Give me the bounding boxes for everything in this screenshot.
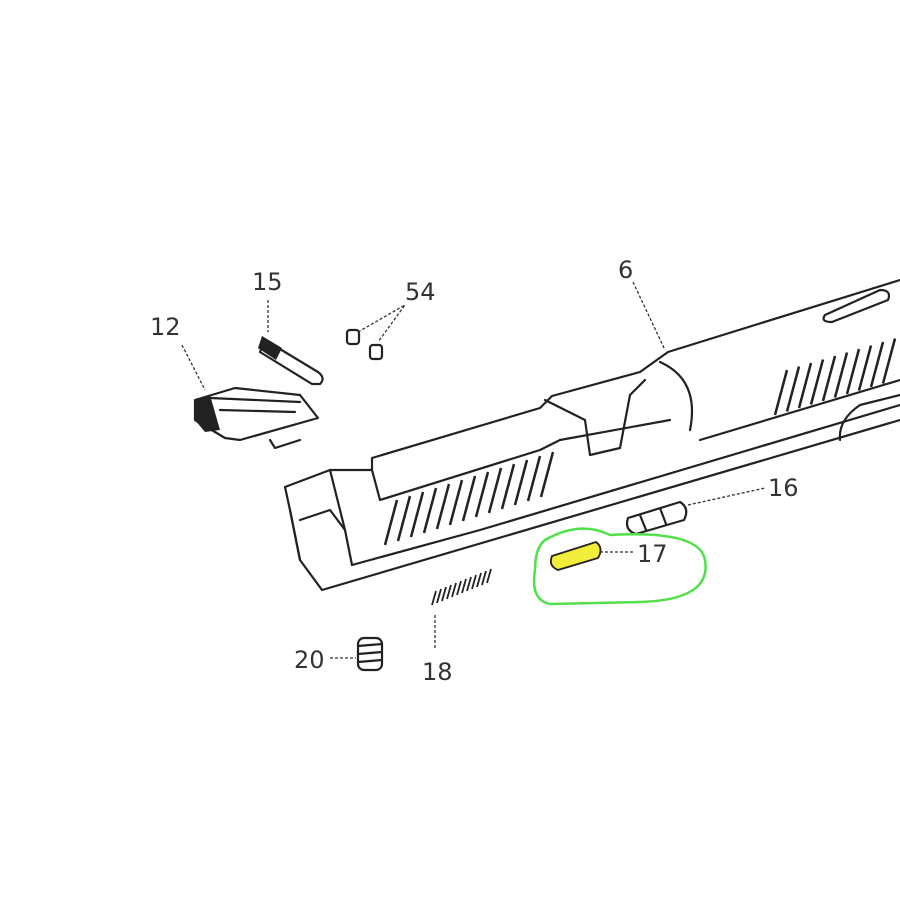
serration-line [845, 348, 861, 395]
serration-line [474, 471, 490, 518]
part-16 [625, 487, 766, 536]
spring-coil [471, 574, 477, 590]
slide-serrations [383, 338, 897, 546]
label-17: 17 [637, 540, 668, 568]
part-20-spring [330, 636, 384, 672]
spring-coil [446, 584, 452, 600]
serration-line [461, 475, 477, 522]
label-12: 12 [150, 313, 181, 341]
slide-part-6 [283, 278, 900, 592]
part-17-highlighted [532, 527, 707, 606]
spring-coil [481, 570, 487, 586]
spring-coil [461, 578, 467, 594]
serration-line [773, 369, 789, 416]
spring-coil [466, 576, 472, 592]
spring-coil [436, 588, 442, 604]
spring-coil [431, 590, 437, 606]
serration-line [869, 341, 885, 388]
serration-line [396, 495, 412, 542]
part-15-pin [258, 300, 324, 386]
part-54 [345, 304, 406, 361]
serration-line [785, 366, 801, 412]
serration-line [513, 459, 529, 506]
label-18: 18 [422, 658, 453, 686]
part-18-spring [431, 568, 492, 650]
label-20: 20 [294, 646, 325, 674]
serration-line [821, 355, 837, 402]
spring-coil [456, 580, 462, 596]
serration-line [809, 359, 825, 405]
serration-line [526, 455, 542, 502]
spring-coil [476, 572, 482, 588]
serration-line [383, 499, 399, 546]
label-16: 16 [768, 474, 799, 502]
serration-line [448, 479, 464, 526]
highlight-outline [532, 527, 707, 606]
part-12 [181, 344, 320, 450]
serration-line [539, 451, 555, 498]
serration-line [857, 345, 873, 391]
spring-coil [451, 582, 457, 598]
serration-line [881, 338, 897, 384]
serration-line [500, 463, 516, 510]
serration-line [422, 487, 438, 534]
serration-line [409, 491, 425, 538]
spring-coil [486, 568, 492, 584]
serration-line [487, 467, 503, 514]
label-15: 15 [252, 268, 283, 296]
label-6: 6 [618, 256, 633, 284]
spring-coil [441, 586, 447, 602]
serration-line [797, 362, 813, 409]
serration-line [435, 483, 451, 530]
part-6-leader [632, 281, 666, 351]
label-54: 54 [405, 278, 436, 306]
serration-line [833, 352, 849, 398]
